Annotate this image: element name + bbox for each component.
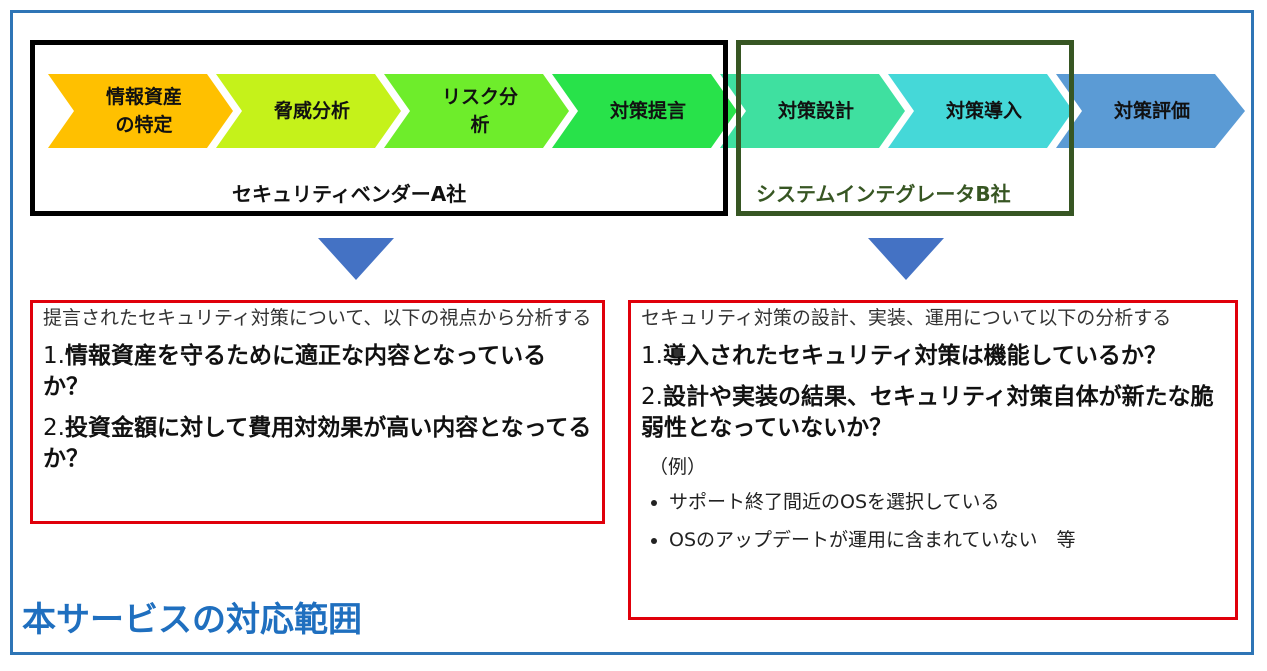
down-triangle-right: [868, 238, 944, 280]
integrator-b-analysis-panel: セキュリティ対策の設計、実装、運用について以下の分析する 1.導入されたセキュリ…: [628, 300, 1238, 620]
step-1-line1: 情報資産: [105, 85, 182, 108]
down-triangle-right-shape: [868, 238, 944, 280]
step-4-line1: 対策提言: [609, 99, 686, 122]
step-3-chevron: [384, 74, 569, 148]
step-4-chevron: [552, 74, 737, 148]
step-1-label: 情報資産の特定: [74, 74, 214, 148]
left-question-1: 1.情報資産を守るために適正な内容となっているか？: [43, 341, 592, 403]
step-2-chevron: [216, 74, 401, 148]
step-2-line1: 脅威分析: [273, 99, 350, 122]
right-question-2: 2.設計や実装の結果、セキュリティ対策自体が新たな脆弱性となっていないか？: [641, 382, 1225, 444]
step-3-line1: リスク分: [441, 85, 518, 108]
down-triangle-left: [318, 238, 394, 280]
step-7-label: 対策評価: [1082, 74, 1222, 148]
step-6-label: 対策導入: [914, 74, 1054, 148]
right-panel-intro: セキュリティ対策の設計、実装、運用について以下の分析する: [641, 307, 1172, 329]
example-label: （例）: [649, 456, 707, 478]
step-5-chevron: [720, 74, 905, 148]
integrator-b-label: システムインテグレータB社: [756, 182, 1011, 206]
integrator-b-group-box: [736, 40, 1074, 216]
step-7-chevron: [1056, 74, 1245, 148]
vendor-a-group-box: [30, 40, 728, 216]
right-q2-number: 2.: [641, 384, 663, 410]
step-5-label: 対策設計: [746, 74, 886, 148]
right-q2-text: 設計や実装の結果、セキュリティ対策自体が新たな脆弱性となっていないか？: [641, 384, 1214, 441]
outer-frame: [10, 10, 1254, 655]
right-question-1: 1.導入されたセキュリティ対策は機能しているか？: [641, 341, 1225, 372]
right-q1-text: 導入されたセキュリティ対策は機能しているか？: [662, 343, 1167, 369]
step-2-label: 脅威分析: [242, 74, 382, 148]
step-3-line2: 析: [470, 114, 490, 136]
right-q1-number: 1.: [641, 343, 663, 369]
step-7-line1: 対策評価: [1113, 99, 1190, 122]
down-triangle-left-shape: [318, 238, 394, 280]
left-q2-text: 投資金額に対して費用対効果が高い内容となってるか？: [43, 415, 592, 472]
step-1-chevron: [48, 74, 233, 148]
step-4-label: 対策提言: [578, 74, 718, 148]
step-5-line1: 対策設計: [777, 99, 854, 122]
step-3-label: リスク分析: [410, 74, 550, 148]
left-panel-intro: 提言されたセキュリティ対策について、以下の視点から分析する: [43, 307, 592, 329]
left-question-2: 2.投資金額に対して費用対効果が高い内容となってるか？: [43, 413, 592, 475]
step-1-line2: の特定: [115, 114, 173, 136]
example-item-1: サポート終了間近のOSを選択している: [669, 487, 1225, 514]
page-title: 本サービスの対応範囲: [22, 600, 362, 640]
left-q2-number: 2.: [43, 415, 65, 441]
step-6-line1: 対策導入: [945, 99, 1022, 122]
left-q1-text: 情報資産を守るために適正な内容となっているか？: [43, 343, 547, 400]
example-list: サポート終了間近のOSを選択している OSのアップデートが運用に含まれていない …: [641, 487, 1225, 552]
vendor-a-analysis-panel: 提言されたセキュリティ対策について、以下の視点から分析する 1.情報資産を守るた…: [30, 300, 605, 524]
step-6-chevron: [888, 74, 1073, 148]
left-q1-number: 1.: [43, 343, 65, 369]
example-item-2: OSのアップデートが運用に含まれていない 等: [669, 525, 1225, 552]
vendor-a-label: セキュリティベンダーA社: [232, 182, 467, 206]
